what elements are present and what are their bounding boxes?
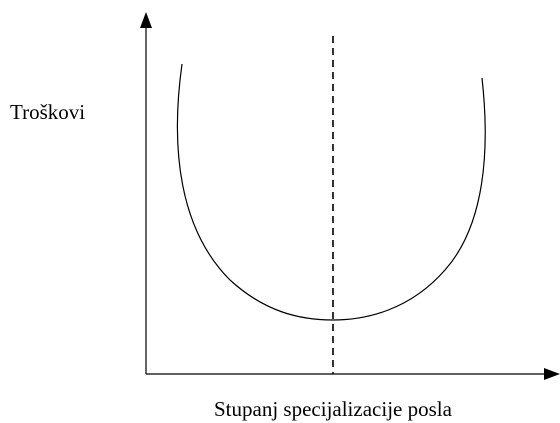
x-axis-arrowhead <box>544 368 560 380</box>
series-cost-curve <box>176 63 486 321</box>
y-axis-label: Troškovi <box>10 100 86 124</box>
y-axis-arrowhead <box>140 12 152 28</box>
x-axis-label: Stupanj specijalizacije posla <box>214 397 452 421</box>
